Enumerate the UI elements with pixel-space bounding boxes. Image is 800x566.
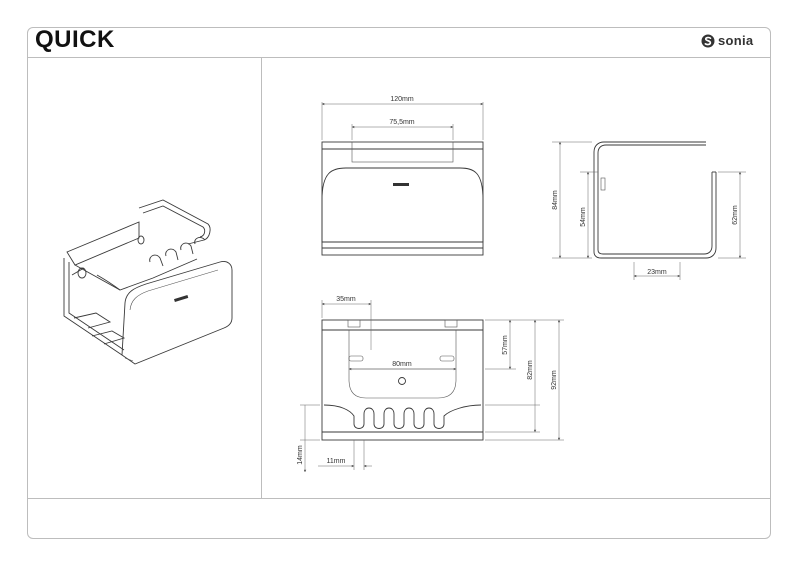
sonia-logo-icon [701,34,715,47]
header-divider [28,57,770,58]
dim-side-height-total: 84mm [552,190,559,210]
view-divider [261,57,262,498]
dim-top-depth-2: 82mm [527,360,534,380]
front-view: 120mm 75,5mm [321,96,484,256]
isometric-view [63,199,233,365]
brand-name: sonia [718,33,754,48]
footer-divider [28,498,770,499]
drawing-sheet [27,27,771,539]
brand-logo: sonia [701,33,753,48]
dim-front-width-total: 120mm [390,96,414,103]
side-view: 84mm 54mm 62mm 23mm [552,141,746,280]
dim-top-offset: 35mm [336,296,356,303]
dim-slot-width: 11mm [327,458,346,465]
top-view: 35mm 80mm 57mm 82mm 92mm 14mm 11mm [297,296,564,473]
product-title: QUICK [35,26,115,53]
dim-side-bottom: 23mm [647,269,667,276]
dim-front-width-inner: 75,5mm [389,119,414,126]
dim-bottom-lip: 14mm [297,445,304,465]
dim-top-slot-span: 80mm [392,361,412,368]
dim-side-height-right: 62mm [732,205,739,225]
dim-side-height-inner: 54mm [580,207,587,227]
dim-top-depth-3: 92mm [551,370,558,390]
dim-top-depth-1: 57mm [502,335,509,355]
